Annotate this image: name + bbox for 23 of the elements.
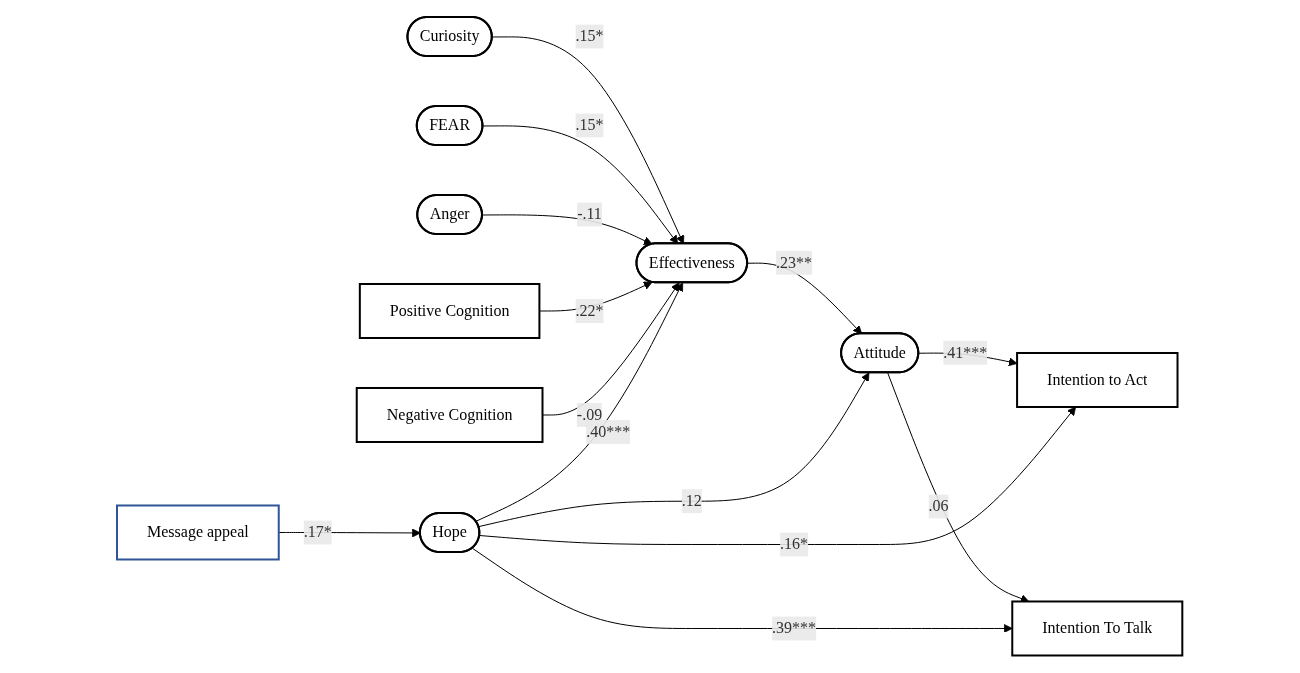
- edge-label: .23**: [776, 253, 813, 271]
- edge-label: .17*: [304, 523, 333, 541]
- node-box: Negative Cognition: [356, 387, 544, 444]
- edge-label: .16*: [780, 535, 809, 553]
- edge-label: .39***: [772, 619, 817, 637]
- edge-label: -.09: [577, 406, 603, 424]
- edge-label: -.11: [577, 205, 603, 223]
- arrow: [542, 282, 680, 416]
- arrow: [478, 372, 870, 528]
- edge-label: .41***: [943, 343, 988, 361]
- edge-label: .15*: [575, 27, 604, 45]
- node-box: Intention To Talk: [1011, 600, 1184, 657]
- edge-label: .15*: [575, 116, 604, 134]
- edge-label: .40***: [586, 423, 631, 441]
- arrow: [472, 548, 1013, 634]
- node-box: Message appeal: [116, 504, 281, 561]
- edge-label: .06: [928, 497, 949, 515]
- node-box: Positive Cognition: [359, 283, 541, 340]
- arrow: [492, 36, 685, 245]
- edge-label: .12: [682, 492, 703, 510]
- node-box: Intention to Act: [1016, 352, 1179, 409]
- arrow: [479, 406, 1077, 546]
- edge-label: .22*: [575, 302, 604, 320]
